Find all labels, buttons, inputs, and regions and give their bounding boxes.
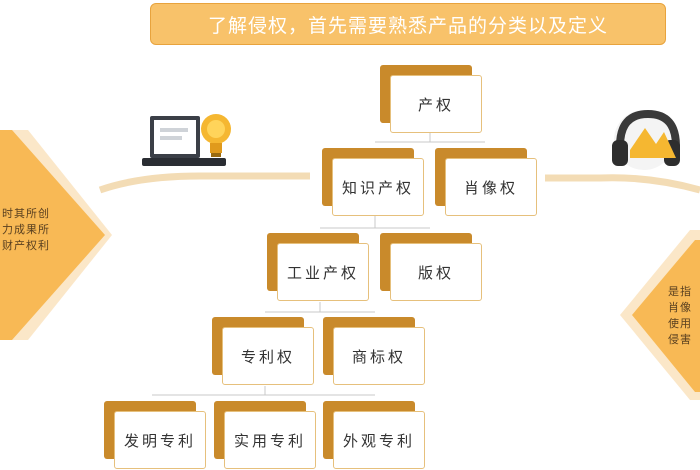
right-panel-line: 肖像	[668, 301, 692, 314]
node-intellectual-property: 知识产权	[322, 148, 424, 216]
right-panel-line: 使用	[668, 317, 692, 330]
left-panel-line: 时其所创	[2, 207, 50, 220]
node-utility-patent: 实用专利	[214, 401, 316, 469]
left-panel-line: 力成果所	[2, 223, 50, 236]
left-panel-text: 时其所创 力成果所 财产权利	[2, 206, 50, 254]
left-swoosh	[98, 172, 310, 194]
node-industrial-property: 工业产权	[267, 233, 369, 301]
laptop-lightbulb-icon	[142, 114, 231, 166]
page-title-banner: 了解侵权，首先需要熟悉产品的分类以及定义	[150, 3, 666, 45]
page-title: 了解侵权，首先需要熟悉产品的分类以及定义	[207, 14, 608, 37]
headphones-icon	[612, 109, 680, 170]
tree-connectors	[152, 133, 485, 396]
node-label: 肖像权	[445, 158, 537, 216]
right-panel-shape	[632, 240, 700, 392]
node-label: 产权	[390, 75, 482, 133]
right-panel-line: 侵害	[668, 333, 692, 346]
right-swoosh	[545, 174, 700, 194]
node-label: 外观专利	[333, 411, 425, 469]
node-trademark-right: 商标权	[323, 317, 425, 385]
node-root: 产权	[380, 65, 482, 133]
node-label: 商标权	[333, 327, 425, 385]
node-label: 工业产权	[277, 243, 369, 301]
node-label: 实用专利	[224, 411, 316, 469]
node-label: 版权	[390, 243, 482, 301]
node-patent-right: 专利权	[212, 317, 314, 385]
left-panel-shape	[0, 130, 105, 340]
node-design-patent: 外观专利	[323, 401, 425, 469]
node-label: 知识产权	[332, 158, 424, 216]
node-copyright: 版权	[380, 233, 482, 301]
left-panel-line: 财产权利	[2, 239, 50, 252]
right-panel-text: 是指 肖像 使用 侵害	[668, 284, 692, 348]
right-panel-line: 是指	[668, 285, 692, 298]
node-label: 发明专利	[114, 411, 206, 469]
node-label: 专利权	[222, 327, 314, 385]
node-portrait-right: 肖像权	[435, 148, 537, 216]
node-invention-patent: 发明专利	[104, 401, 206, 469]
